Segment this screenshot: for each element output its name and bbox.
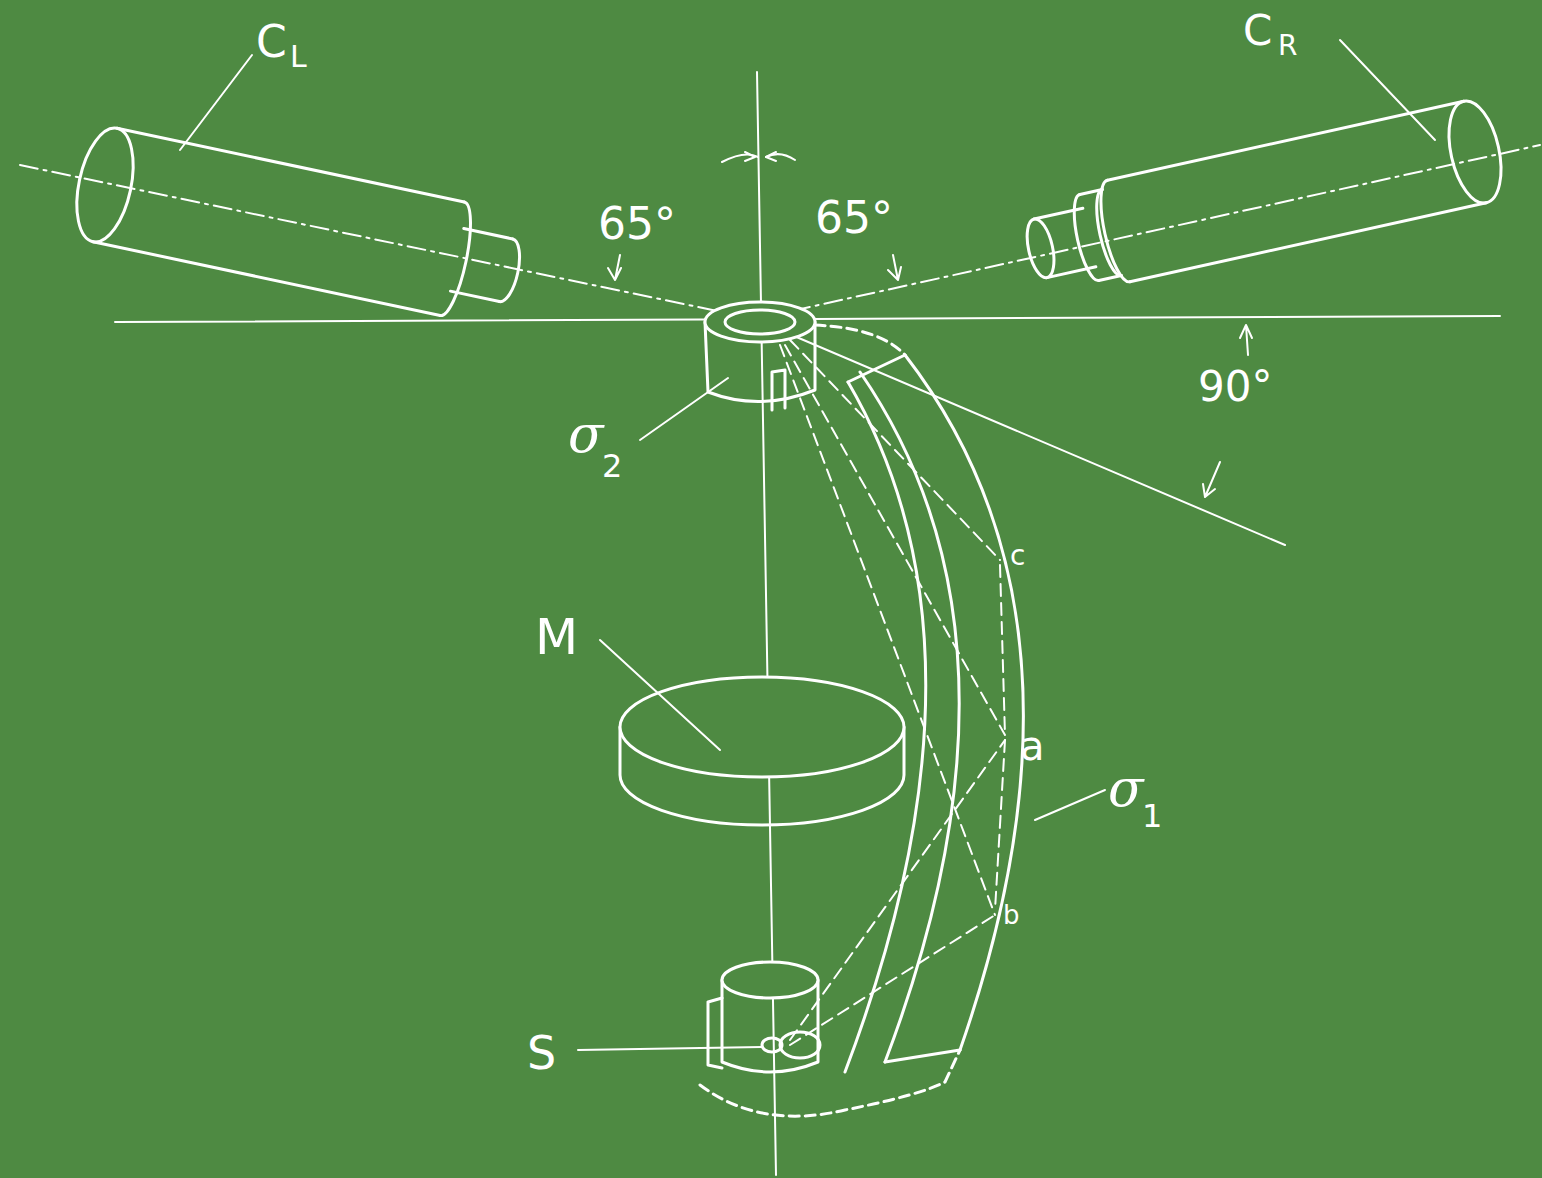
scatterer-subscript: 2 bbox=[602, 450, 622, 482]
leader-line bbox=[1340, 40, 1435, 140]
vertical-axis bbox=[757, 72, 776, 1175]
angle-mark bbox=[722, 154, 795, 162]
arrow-head bbox=[1240, 325, 1252, 355]
arrow-head bbox=[745, 152, 776, 161]
scatterer-label: σ bbox=[568, 408, 604, 460]
angle-label: 65° bbox=[598, 202, 676, 246]
counter-subscript: L bbox=[290, 42, 307, 72]
second-scatterer bbox=[705, 302, 815, 410]
ninety-degree-line bbox=[780, 330, 1285, 545]
leader-line bbox=[578, 1047, 762, 1050]
counter-label: C bbox=[256, 20, 287, 64]
point-label: b bbox=[1003, 902, 1020, 928]
scatterer-subscript: 1 bbox=[1142, 800, 1162, 832]
magnet-disk bbox=[620, 677, 904, 825]
part-label: S bbox=[527, 1030, 556, 1076]
source-holder bbox=[708, 962, 820, 1072]
scatterer-label: σ bbox=[1108, 762, 1144, 814]
point-label: c bbox=[1010, 542, 1025, 570]
leader-line bbox=[640, 378, 728, 440]
right-counter bbox=[1018, 96, 1510, 302]
part-label: M bbox=[535, 612, 578, 662]
angle-label: 90° bbox=[1198, 366, 1272, 408]
leader-line bbox=[600, 640, 720, 750]
leader-line bbox=[180, 55, 252, 150]
counter-subscript: R bbox=[1278, 32, 1297, 60]
counter-label: C bbox=[1243, 10, 1272, 52]
point-label: a bbox=[1020, 726, 1045, 766]
angle-label: 65° bbox=[815, 196, 893, 240]
leader-line bbox=[1035, 790, 1105, 820]
arrow-head bbox=[888, 255, 901, 280]
left-counter bbox=[68, 123, 530, 330]
arrow-head bbox=[1203, 462, 1220, 497]
arrow-head bbox=[608, 255, 621, 280]
